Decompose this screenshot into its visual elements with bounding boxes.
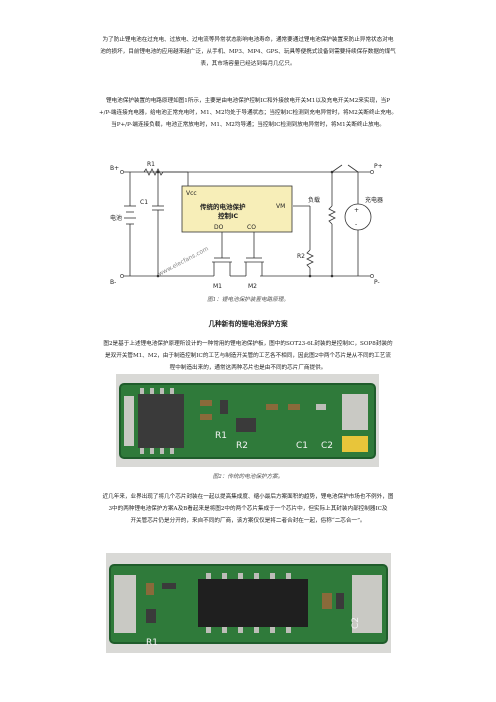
text-line: 近几年来，业界出现了将几个芯片封装在一起以提高集成度、缩小最后方案面积的趋势，锂…	[102, 494, 394, 500]
pcb-photo-traditional: R1 R2 C1 C2	[116, 374, 379, 467]
text-line: 为了防止锂电池在过充电、过放电、过电流等异常状态影响电池寿命，通常要通过锂电池保…	[102, 37, 394, 43]
label-b-minus: B-	[110, 279, 116, 286]
sot23-chip	[220, 400, 228, 414]
label-charger: 充电器	[365, 196, 383, 204]
solder-pad-left	[124, 396, 134, 446]
text-line: 3中的两种锂电池保护方案A及B看起来是将图2中的两个芯片集成于一个芯片中，但实际…	[108, 506, 388, 512]
text-line: 开关管芯片仍是分开的，来自不同的厂商，该方案仅仅是将二者合封在一起，俗称“二芯合…	[130, 518, 366, 524]
label-load: 负载	[308, 196, 320, 204]
label-b-plus: B+	[110, 165, 119, 172]
mosfet-m1	[212, 254, 232, 276]
integrated-scheme-paragraph: 近几年来，业界出现了将几个芯片封装在一起以提高集成度、缩小最后方案面积的趋势，锂…	[60, 491, 436, 527]
text-line: 表，其市场容量已经达到每月几亿只。	[200, 61, 296, 67]
figure1-caption: 图1：锂电池保护装置电路原理。	[207, 297, 289, 303]
silk-r1: R1	[146, 638, 158, 648]
sop8-chip	[138, 394, 184, 448]
solder-pad-right	[342, 394, 368, 430]
intro-paragraph: 为了防止锂电池在过充电、过放电、过电流等异常状态影响电池寿命，通常要通过锂电池保…	[60, 34, 436, 70]
solder-pad-right	[352, 575, 382, 633]
label-p-plus: P+	[374, 163, 383, 170]
principle-paragraph: 锂电池保护装置的电路原理如图1所示，主要是由电池保护控制IC和外接放电开关M1以…	[60, 95, 436, 131]
text-line: 当P+/P-端连接负载，电池正常放电时，M1、M2均导通；当控制IC检测到放电异…	[111, 122, 385, 128]
figure2-caption: 图2：传统的电池保护方案。	[212, 474, 284, 480]
protection-circuit-diagram: + - B+ B- R1 C1 电池 Vcc 传统的电池保护 控制IC VM	[110, 161, 383, 290]
integrated-chip	[198, 579, 308, 627]
chip-title-line1: 传统的电池保护	[199, 202, 246, 211]
text-line: +/P-端连接充电器，给电池正常充电时，M1、M2均处于导通状态；当控制IC检测…	[99, 110, 397, 116]
text-line: 锂电池保护装置的电路原理如图1所示，主要是由电池保护控制IC和外接放电开关M1以…	[105, 98, 391, 104]
label-c1: C1	[140, 199, 148, 206]
section-heading: 几种新有的锂电池保护方案	[208, 320, 288, 328]
text-line: 池的损坏，目前锂电池的应用越来越广泛，从手机、MP3、MP4、GPS、玩具等便携…	[100, 49, 396, 55]
solder-pad-left	[114, 575, 136, 633]
silk-c1: C1	[296, 441, 308, 451]
pcb-photo-integrated: R1 C2	[106, 553, 391, 653]
silk-r1: R1	[215, 431, 227, 441]
label-vm: VM	[276, 203, 285, 210]
label-p-minus: P-	[374, 279, 380, 286]
pcb-board-image-2: R1 C2	[109, 564, 388, 648]
label-co: CO	[247, 224, 256, 231]
pcb-board-image: R1 R2 C1 C2	[119, 383, 376, 459]
watermark-text: www.elecfans.com	[157, 245, 210, 277]
charger-plus-sign: +	[354, 207, 359, 214]
label-m2: M2	[248, 283, 257, 290]
text-line: 是双开关管M1、M2，由于制造控制IC的工艺与制造开关管的工艺各不相同，因此图2…	[105, 353, 391, 359]
chip-title-line2: 控制IC	[218, 211, 238, 220]
label-vcc: Vcc	[186, 190, 197, 197]
charger-minus-sign: -	[355, 221, 357, 228]
silk-c2: C2	[351, 617, 361, 629]
label-r1: R1	[147, 161, 155, 168]
label-m1: M1	[213, 283, 222, 290]
label-do: DO	[214, 224, 224, 231]
silk-r2: R2	[236, 441, 248, 451]
label-battery: 电池	[110, 214, 122, 222]
label-r2: R2	[297, 253, 305, 260]
text-line: 图2是基于上述锂电池保护原理所设计的一种常用的锂电池保护板，图中的SOT23-6…	[103, 341, 393, 347]
traditional-scheme-paragraph: 图2是基于上述锂电池保护原理所设计的一种常用的锂电池保护板，图中的SOT23-6…	[60, 338, 436, 374]
text-line: 程中制造出来的，通常这两种芯片也是由不同的芯片厂商提供。	[169, 365, 327, 371]
protection-ic-box	[181, 185, 293, 233]
silk-c2: C2	[321, 441, 333, 451]
mosfet-m2	[230, 254, 264, 277]
